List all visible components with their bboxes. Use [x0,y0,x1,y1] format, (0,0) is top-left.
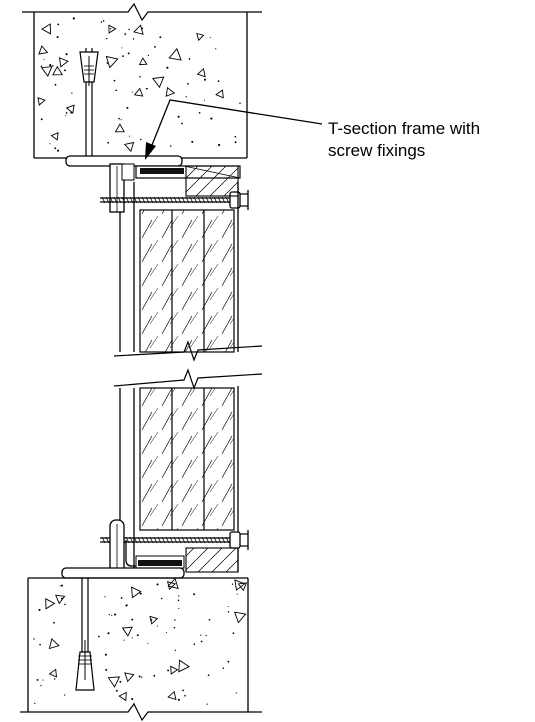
top-seal-strip [140,168,184,174]
leader-arrowhead-icon [145,142,156,160]
callout-leader [145,99,323,160]
callout-label: T-section frame with screw fixings [328,118,480,162]
bottom-break-line-icon [20,702,262,722]
mid-break-line-icon [113,340,263,390]
door-leaf-upper [119,165,239,353]
door-leaf-lower [119,386,239,573]
callout-line-2: screw fixings [328,141,426,160]
bottom-seal-strip [138,560,182,566]
bottom-t-section-frame [61,519,185,579]
top-concrete-slab [22,2,262,159]
top-break-line-icon [22,2,262,22]
concrete-aggregate [33,577,248,705]
concrete-aggregate [37,17,241,153]
bottom-concrete-slab [20,577,262,722]
callout-line-1: T-section frame with [328,119,481,138]
top-anchor-bolt-icon [79,48,99,158]
bottom-anchor-bolt-icon [75,578,95,691]
